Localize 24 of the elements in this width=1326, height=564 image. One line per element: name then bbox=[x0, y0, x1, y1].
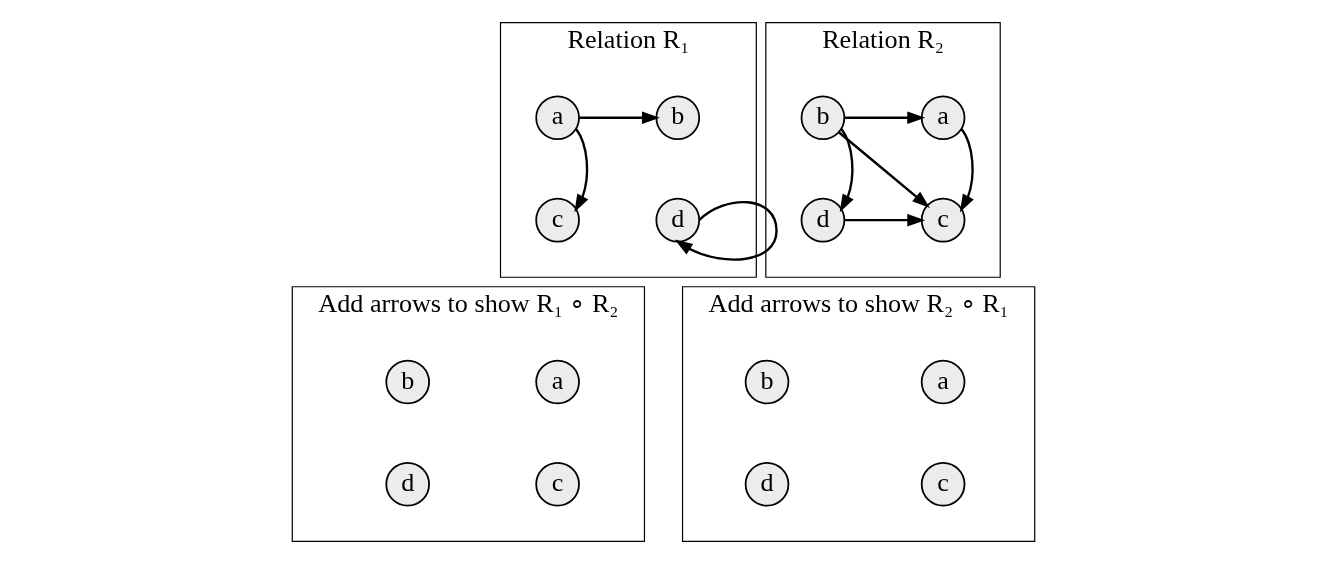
node-circle: d bbox=[384, 461, 430, 507]
arrow bbox=[844, 213, 925, 227]
node-circle: b bbox=[800, 95, 845, 141]
node-circle: a bbox=[920, 95, 965, 141]
arrow bbox=[959, 128, 974, 213]
arrow bbox=[578, 111, 660, 125]
node-circle: d bbox=[744, 461, 789, 507]
arrow bbox=[844, 111, 925, 125]
node-circle: c bbox=[920, 197, 965, 243]
arrow bbox=[837, 131, 930, 208]
node-circle: d bbox=[654, 197, 700, 243]
arrow bbox=[839, 128, 854, 213]
arrow bbox=[573, 128, 588, 213]
node-circle: a bbox=[920, 359, 965, 405]
node-circle: c bbox=[920, 461, 965, 507]
arrow bbox=[674, 201, 778, 261]
node-circle: b bbox=[384, 359, 430, 405]
node-circle: b bbox=[744, 359, 789, 405]
node-circle: a bbox=[534, 95, 580, 141]
node-circle: b bbox=[654, 95, 700, 141]
node-circle: c bbox=[534, 461, 580, 507]
node-circle: a bbox=[534, 359, 580, 405]
node-circle: d bbox=[800, 197, 845, 243]
node-circle: c bbox=[534, 197, 580, 243]
